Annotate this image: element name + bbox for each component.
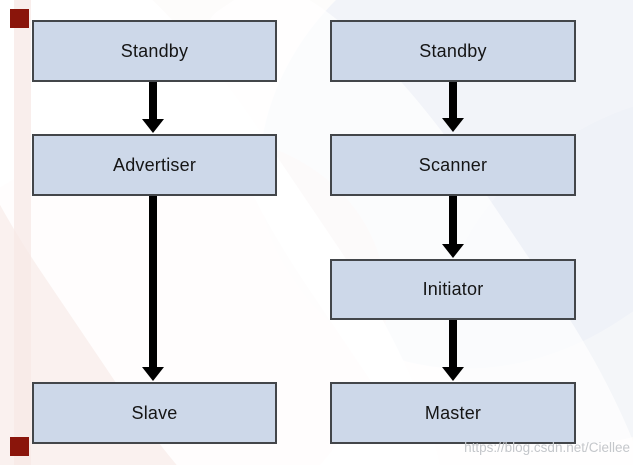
arrow-initiator-to-master-icon	[442, 320, 464, 381]
arrow-shaft	[449, 196, 457, 245]
arrow-head-icon	[142, 367, 164, 381]
arrow-standby-to-advertiser-icon	[142, 82, 164, 133]
arrow-head-icon	[142, 119, 164, 133]
state-box-standby-left: Standby	[32, 20, 277, 82]
arrow-shaft	[149, 82, 157, 120]
watermark: https://blog.csdn.net/Ciellee	[464, 440, 630, 455]
arrow-shaft	[149, 196, 157, 368]
arrow-shaft	[449, 320, 457, 368]
arrow-standby-to-scanner-icon	[442, 82, 464, 132]
state-box-master: Master	[330, 382, 576, 444]
arrow-head-icon	[442, 244, 464, 258]
arrow-scanner-to-initiator-icon	[442, 196, 464, 258]
state-box-standby-right: Standby	[330, 20, 576, 82]
arrow-head-icon	[442, 118, 464, 132]
state-box-initiator: Initiator	[330, 259, 576, 320]
background-pink-strip	[14, 0, 31, 465]
arrow-advertiser-to-slave-icon	[142, 196, 164, 381]
state-box-advertiser: Advertiser	[32, 134, 277, 196]
state-box-slave: Slave	[32, 382, 277, 444]
red-marker-bottom-left	[10, 437, 29, 456]
arrow-shaft	[449, 82, 457, 119]
state-box-scanner: Scanner	[330, 134, 576, 196]
red-marker-top-left	[10, 9, 29, 28]
arrow-head-icon	[442, 367, 464, 381]
